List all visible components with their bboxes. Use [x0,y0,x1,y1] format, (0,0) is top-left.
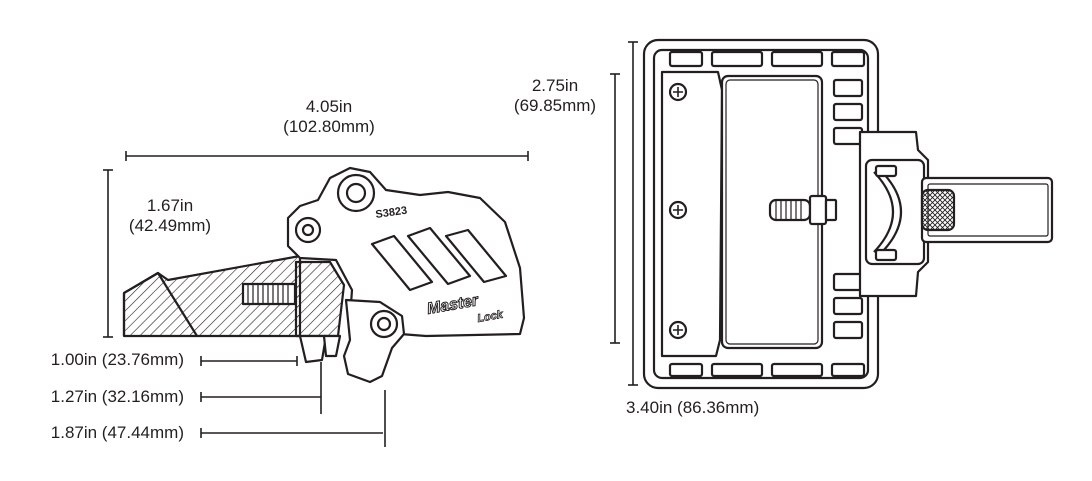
front-view-lockout [642,38,1054,390]
front-width-label: 3.40in (86.36mm) [626,398,760,417]
threaded-rod [241,282,297,306]
grip-slots [370,226,508,292]
front-height-label: 2.75in (69.85mm) [500,76,610,116]
front-width-dimension-line [628,41,638,386]
center-threaded-rod [768,194,838,226]
side-view-lockout [122,166,526,384]
screw-icon-top [668,82,688,102]
frame-top-slots [668,50,866,68]
length-dimension-line [125,151,529,161]
clamp-max-dimension-line [200,390,386,447]
side-height-dimension-line [103,169,113,338]
model-number-label: S3823 [375,205,408,221]
length-label: 4.05in (102.80mm) [254,97,404,137]
length-mm: (102.80mm) [283,117,375,136]
front-height-dimension-line [610,73,620,344]
screw-icon-bottom [668,320,688,340]
left-plate [660,70,724,358]
frame-bottom-slots [668,362,866,378]
side-height-mm: (42.49mm) [128,216,212,235]
clamp-mid-dimension-line [200,362,322,414]
side-height-label: 1.67in (42.49mm) [112,196,228,236]
side-height-in: 1.67in [146,196,194,215]
front-height-mm: (69.85mm) [513,96,597,115]
clamp-min-label: 1.00in (23.76mm) [50,350,184,369]
clamp-max-label: 1.87in (47.44mm) [50,423,184,442]
lower-lever [342,298,406,384]
brand-logo-line2: Lock [476,309,504,325]
clamp-min-dimension-line [200,356,298,366]
clamp-mid-label: 1.27in (32.16mm) [50,387,184,406]
screw-icon-middle [668,200,688,220]
front-height-in: 2.75in [531,76,579,95]
knurled-grip [920,188,956,232]
jaw-block [294,260,346,338]
length-in: 4.05in [305,97,353,116]
dimension-lines [103,41,638,447]
